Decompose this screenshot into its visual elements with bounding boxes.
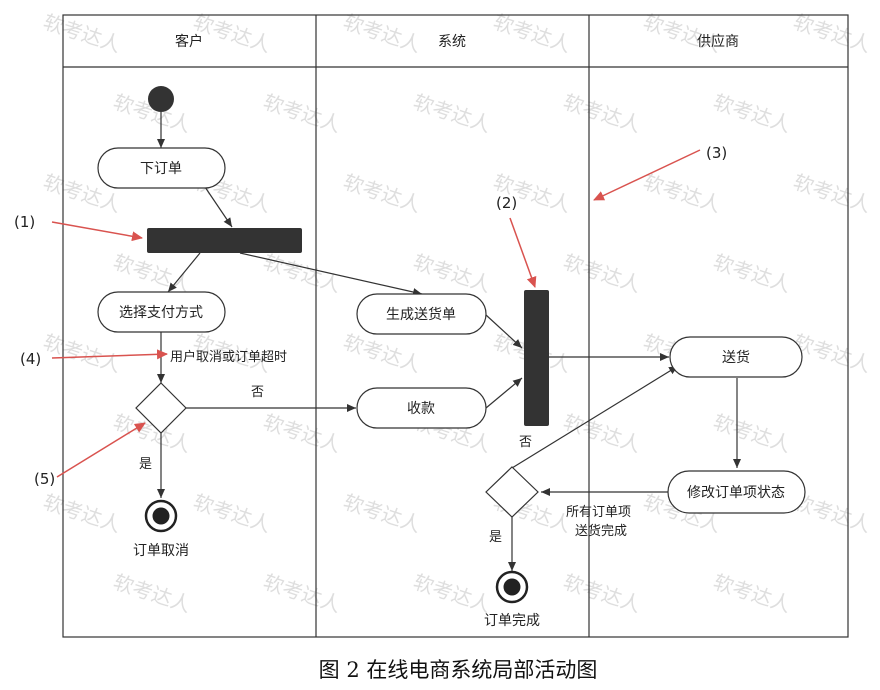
callout-label-5: (5) bbox=[34, 470, 55, 488]
edge-fork-to-choose-payment bbox=[167, 252, 201, 293]
watermark-text: 软考达人 bbox=[790, 10, 874, 58]
watermark-text: 软考达人 bbox=[110, 570, 194, 618]
watermark-text: 软考达人 bbox=[490, 10, 574, 58]
watermark-text: 软考达人 bbox=[40, 330, 124, 378]
watermark-text: 软考达人 bbox=[340, 490, 424, 538]
watermark-text: 软考达人 bbox=[340, 170, 424, 218]
watermark-text: 软考达人 bbox=[410, 250, 494, 298]
guard-cancel-timeout: 用户取消或订单超时 bbox=[170, 349, 287, 365]
figure-caption: 图 2 在线电商系统局部活动图 bbox=[319, 658, 598, 682]
guard-no-left: 否 bbox=[251, 385, 264, 400]
guard-all-items-line1: 所有订单项 bbox=[566, 505, 631, 520]
callout-label-2: (2) bbox=[496, 194, 517, 212]
guard-yes-right: 是 bbox=[489, 530, 502, 545]
action-generate-delivery: 生成送货单 bbox=[356, 293, 487, 335]
watermark-text: 软考达人 bbox=[790, 330, 874, 378]
final-label-complete: 订单完成 bbox=[484, 613, 540, 629]
lane-title-customer: 客户 bbox=[175, 33, 203, 50]
watermark-text: 软考达人 bbox=[560, 250, 644, 298]
callout-arrow-1 bbox=[51, 221, 143, 242]
watermark-text: 软考达人 bbox=[560, 90, 644, 138]
watermark-text: 软考达人 bbox=[110, 250, 194, 298]
watermark-text: 软考达人 bbox=[260, 570, 344, 618]
watermark-text: 软考达人 bbox=[710, 570, 794, 618]
callout-label-3: (3) bbox=[706, 144, 727, 162]
watermark-text: 软考达人 bbox=[340, 10, 424, 58]
action-place-order-label: 下订单 bbox=[140, 161, 182, 177]
guard-all-items-line2: 送货完成 bbox=[575, 523, 627, 539]
action-generate-delivery-label: 生成送货单 bbox=[386, 306, 456, 323]
fork-bar bbox=[147, 228, 302, 253]
callout-arrow-4 bbox=[51, 349, 168, 360]
watermark-text: 软考达人 bbox=[410, 90, 494, 138]
final-node-complete bbox=[495, 570, 529, 604]
decision-node-all-delivered bbox=[485, 466, 539, 518]
action-deliver-label: 送货 bbox=[722, 349, 750, 366]
watermark-text: 软考达人 bbox=[560, 570, 644, 618]
callout-arrow-3 bbox=[593, 149, 701, 201]
watermark-text: 软考达人 bbox=[410, 570, 494, 618]
guard-yes-left: 是 bbox=[139, 457, 152, 472]
action-deliver: 送货 bbox=[669, 336, 803, 378]
callout-arrows bbox=[51, 149, 701, 478]
action-receive-payment-label: 收款 bbox=[407, 401, 435, 417]
final-node-cancelled bbox=[144, 499, 178, 533]
callout-arrow-5 bbox=[56, 422, 146, 478]
edge-generate-delivery-to-join bbox=[485, 314, 523, 349]
watermark-text: 软考达人 bbox=[710, 410, 794, 458]
edge-receive-payment-to-join bbox=[485, 377, 523, 409]
edge-place-order-to-fork bbox=[204, 186, 233, 228]
action-receive-payment: 收款 bbox=[356, 387, 487, 429]
callout-arrow-2 bbox=[509, 217, 537, 288]
watermark-text: 软考达人 bbox=[710, 250, 794, 298]
lane-title-system: 系统 bbox=[438, 34, 466, 50]
lane-title-supplier: 供应商 bbox=[697, 33, 739, 50]
action-choose-payment-label: 选择支付方式 bbox=[119, 305, 203, 321]
edge-decision-loop-to-deliver bbox=[511, 365, 679, 469]
action-place-order: 下订单 bbox=[97, 147, 226, 189]
final-label-cancelled: 订单取消 bbox=[133, 543, 189, 559]
action-modify-status: 修改订单项状态 bbox=[667, 470, 806, 514]
action-modify-status-label: 修改订单项状态 bbox=[687, 485, 785, 501]
watermark-text: 软考达人 bbox=[340, 330, 424, 378]
watermark-text: 软考达人 bbox=[790, 170, 874, 218]
callout-label-1: (1) bbox=[14, 213, 35, 231]
callout-label-4: (4) bbox=[20, 350, 41, 368]
watermark-text: 软考达人 bbox=[40, 10, 124, 58]
watermark-text: 软考达人 bbox=[260, 90, 344, 138]
guard-no-right: 否 bbox=[519, 435, 532, 450]
watermark-text: 软考达人 bbox=[640, 170, 724, 218]
edge-fork-to-generate-delivery bbox=[239, 252, 423, 296]
watermark-text: 软考达人 bbox=[260, 410, 344, 458]
watermark-text: 软考达人 bbox=[560, 410, 644, 458]
join-bar bbox=[524, 290, 549, 426]
decision-node-cancel bbox=[135, 382, 187, 434]
watermark-text: 软考达人 bbox=[40, 490, 124, 538]
swimlane-frame bbox=[62, 14, 849, 638]
action-choose-payment: 选择支付方式 bbox=[97, 291, 226, 333]
watermark-text: 软考达人 bbox=[190, 490, 274, 538]
initial-node bbox=[148, 86, 174, 112]
watermark-text: 软考达人 bbox=[710, 90, 794, 138]
